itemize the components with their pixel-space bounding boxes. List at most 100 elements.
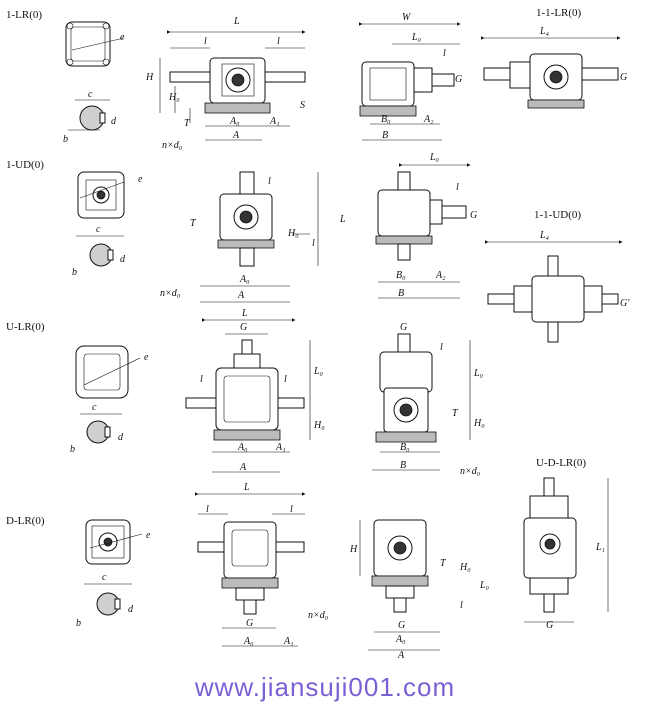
dim-A-2: A — [237, 290, 245, 301]
section-label-udlr: U-D-LR(0) — [536, 457, 586, 469]
dim-B-2: B — [398, 288, 404, 299]
dim-nd0-2: n×d₀ — [160, 288, 181, 299]
dim-l-4c: l — [460, 600, 463, 611]
dim-l-2c: l — [456, 182, 459, 193]
dim-T-2: T — [190, 218, 197, 229]
dim-nd0-3: n×d₀ — [460, 466, 481, 477]
dim-d-3: d — [118, 432, 124, 443]
dim-L0-3: L₀ — [313, 366, 324, 377]
dim-nd0-4: n×d₀ — [308, 610, 329, 621]
dim-d-1: d — [111, 116, 117, 127]
gearbox-iud — [485, 240, 623, 343]
dim-H0-4: H₀ — [459, 562, 471, 573]
dim-c-2: c — [96, 224, 101, 235]
dim-L0-3b: L₀ — [473, 368, 484, 379]
dim-c-1: c — [88, 89, 93, 100]
section-label-lr: 1-LR(0) — [6, 9, 42, 21]
gearbox-ulr — [185, 318, 311, 473]
dim-e-2: e — [138, 174, 143, 185]
dim-A0-4b: A₀ — [395, 634, 406, 645]
dim-G-1: G — [455, 74, 462, 85]
dim-L4-2: L₄ — [539, 230, 550, 241]
dim-S-1: S — [300, 100, 305, 111]
dim-A-1: A — [232, 130, 240, 141]
dim-L1-4: L₁ — [595, 542, 605, 553]
dim-T-4: T — [440, 558, 447, 569]
section-label-iud: 1-1-UD(0) — [534, 209, 581, 221]
section-label-ud: 1-UD(0) — [6, 159, 44, 171]
dim-b-2: b — [72, 267, 77, 278]
dim-W-1: W — [402, 12, 412, 23]
dim-l-3a: l — [200, 374, 203, 385]
dim-H0-2: H₀ — [287, 228, 299, 239]
dim-A0-3: A₀ — [237, 442, 248, 453]
dim-A-4: A — [397, 650, 405, 661]
shaft-section-ud — [76, 235, 124, 267]
flange-view-lr — [65, 21, 125, 67]
dim-H-1: H — [145, 72, 154, 83]
flange-view-ud — [77, 171, 125, 219]
dim-L4-1: L₄ — [539, 26, 550, 37]
website-url: www.jiansuji001.com — [194, 672, 456, 702]
dim-b-3: b — [70, 444, 75, 455]
dim-A0-2: A₀ — [239, 274, 250, 285]
dim-A-3: A — [239, 462, 247, 473]
dim-B0-1: B₀ — [381, 114, 391, 125]
dim-d-2: d — [120, 254, 126, 265]
dim-l-4b: l — [290, 504, 293, 515]
gearbox-dlr — [195, 492, 306, 647]
dim-L-1: L — [233, 16, 240, 27]
section-label-dlr: D-LR(0) — [6, 515, 45, 527]
dim-G-3b: G — [400, 322, 407, 333]
gearbox-ud — [200, 171, 319, 303]
dim-L0-2: L₀ — [429, 152, 440, 163]
gearbox-ulr-side — [372, 333, 471, 471]
dim-L0-4: L₀ — [479, 580, 490, 591]
dim-e-1: e — [120, 32, 125, 43]
dim-b-1: b — [63, 134, 68, 145]
dim-l-3c: l — [440, 342, 443, 353]
gearbox-udlr — [523, 477, 609, 623]
dim-l-1c: l — [443, 48, 446, 59]
dim-G-3: G — [240, 322, 247, 333]
dim-G-4: G — [246, 618, 253, 629]
dim-e-3: e — [144, 352, 149, 363]
dim-L0-1: L₀ — [411, 32, 422, 43]
flange-view-ulr — [75, 345, 141, 399]
dim-T-1: T — [184, 118, 191, 129]
dim-B-3: B — [400, 460, 406, 471]
dim-l-4a: l — [206, 504, 209, 515]
gearbox-lr-side — [359, 22, 461, 141]
dim-d-4: d — [128, 604, 134, 615]
dim-nd0-1: n×d₀ — [162, 140, 183, 151]
dim-G1-2: G' — [620, 298, 630, 309]
section-label-ilr: 1-1-LR(0) — [536, 7, 582, 19]
dim-B0-3: B₀ — [400, 442, 410, 453]
shaft-section-lr — [68, 99, 110, 131]
dim-G-2: G — [470, 210, 477, 221]
dim-B0-2: B₀ — [396, 270, 406, 281]
dim-H0-3b: H₀ — [473, 418, 485, 429]
gearbox-ilr — [481, 36, 621, 109]
shaft-section-dlr — [84, 583, 132, 616]
dim-L-4: L — [243, 482, 250, 493]
dim-l-2a: l — [268, 176, 271, 187]
dim-T-3: T — [452, 408, 459, 419]
gearbox-lr — [159, 30, 306, 141]
flange-view-dlr — [85, 519, 143, 565]
dim-L-2: L — [339, 214, 346, 225]
dim-c-4: c — [102, 572, 107, 583]
dim-A0-4: A₀ — [243, 636, 254, 647]
dim-A1-3: A₁ — [275, 442, 286, 453]
dim-l-3b: l — [284, 374, 287, 385]
dim-H0-3: H₀ — [313, 420, 325, 431]
dim-A1-1: A₁ — [269, 116, 280, 127]
dim-G-4c: G — [546, 620, 553, 631]
dim-b-4: b — [76, 618, 81, 629]
dim-G-1b: G — [620, 72, 627, 83]
section-label-ulr: U-LR(0) — [6, 321, 45, 333]
gearbox-ud-side — [375, 163, 471, 299]
dim-l-1b: l — [277, 36, 280, 47]
dim-l-1a: l — [204, 36, 207, 47]
